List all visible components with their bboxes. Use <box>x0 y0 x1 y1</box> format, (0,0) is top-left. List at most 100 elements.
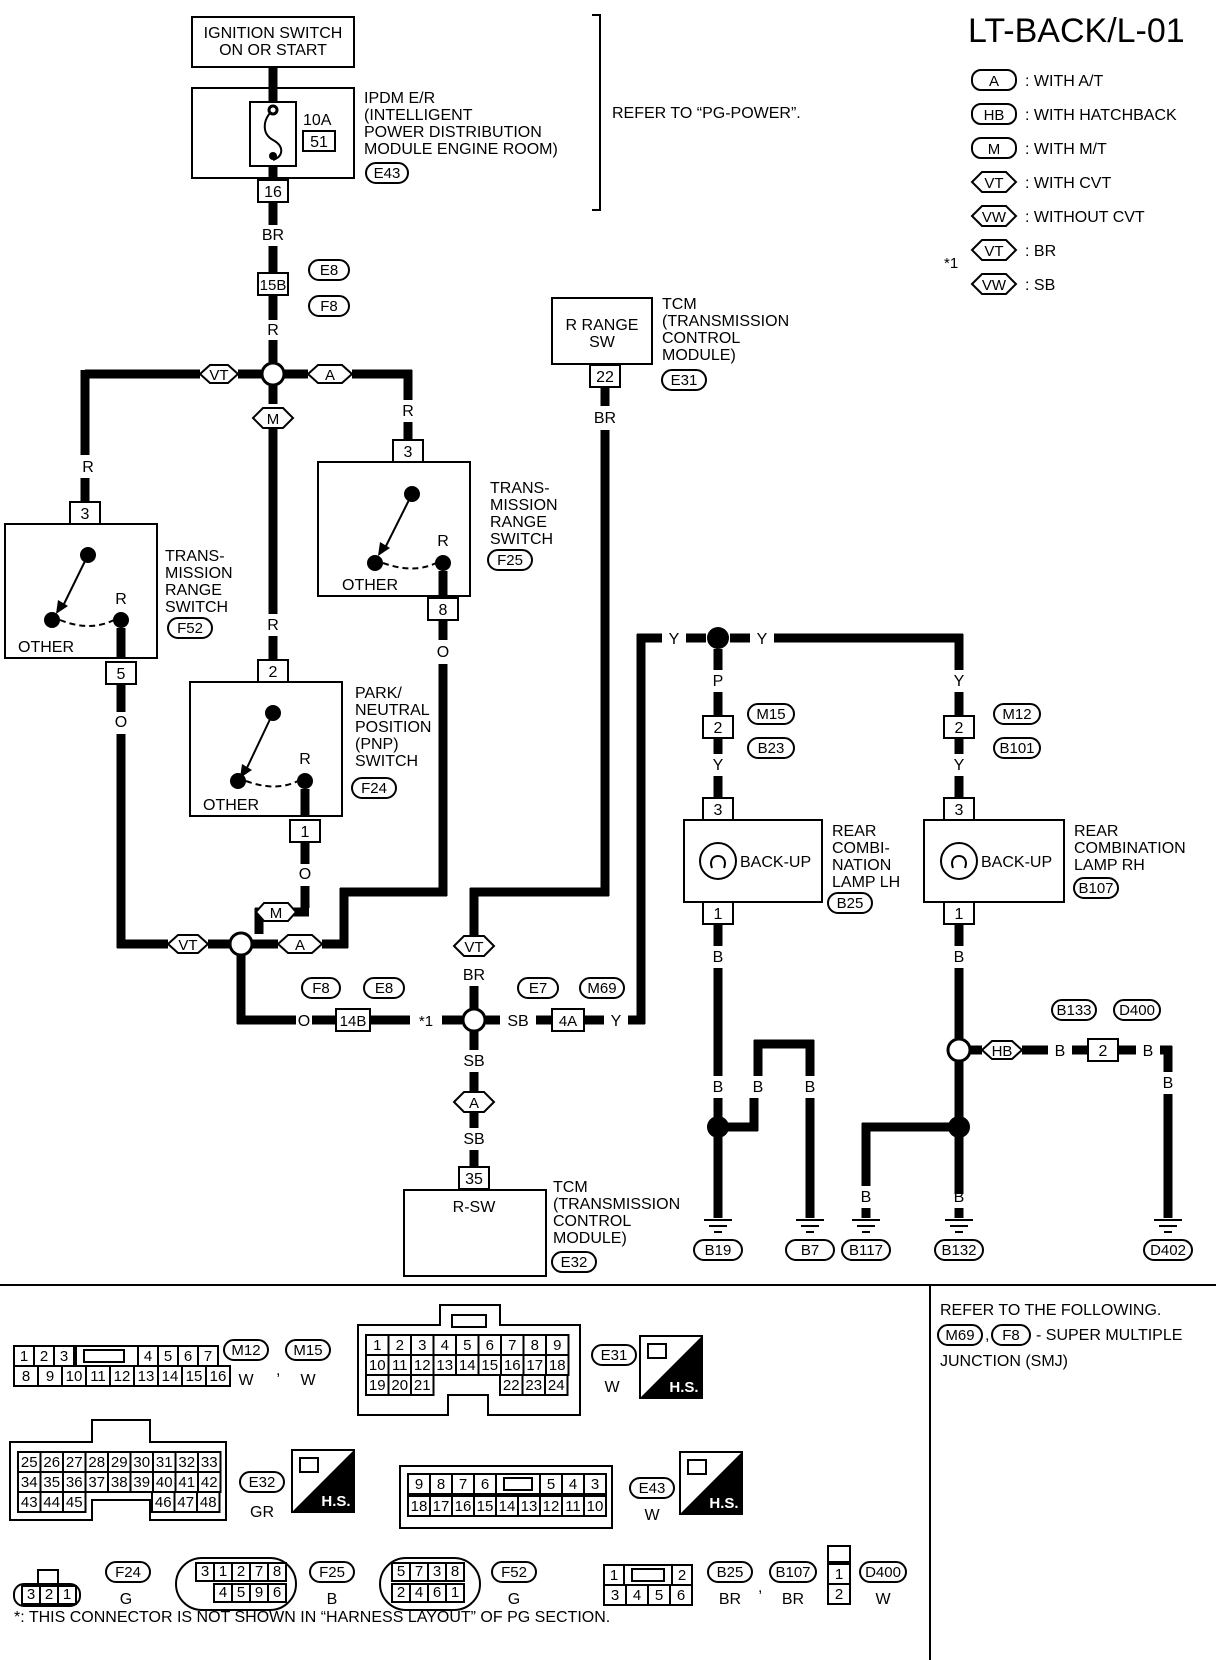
cavity-number: 5 <box>547 1476 555 1493</box>
label-line: MODULE) <box>662 347 736 364</box>
wire-r-f52: R <box>82 459 94 476</box>
legend-tag: HB <box>984 107 1005 124</box>
legend-tag: M <box>988 141 1001 158</box>
svg-text:1: 1 <box>610 1567 618 1584</box>
cavity-number: 2 <box>835 1586 843 1603</box>
wire-b-hb-1: B <box>1055 1043 1066 1060</box>
f52-r-label: R <box>115 591 127 608</box>
tag-vt-2: VT <box>178 937 197 954</box>
f25-pin-bot: 8 <box>439 602 448 619</box>
cavity-number: 15 <box>481 1357 498 1374</box>
label-line: (INTELLIGENT <box>364 107 473 124</box>
legend-tag-box <box>970 239 1018 261</box>
junction-top <box>260 361 286 387</box>
cavity <box>205 1365 231 1387</box>
label-line: SWITCH <box>355 753 418 770</box>
wire-sb-1: SB <box>507 1013 528 1030</box>
connector-name: F24 <box>115 1564 141 1581</box>
cavity-number: 2 <box>237 1563 245 1580</box>
cavity-number: 9 <box>553 1337 561 1354</box>
ipdm-pin: 16 <box>264 184 282 201</box>
wire-y-lower: Y <box>611 1013 622 1030</box>
tcm-e31-box2: SW <box>589 334 616 351</box>
connector-name: E32 <box>249 1474 276 1491</box>
lamp-rh-label: BACK-UP <box>981 854 1052 871</box>
cavity-number: 4 <box>633 1587 641 1604</box>
connector-e32: E32 <box>561 1254 588 1271</box>
cavity <box>583 1495 607 1517</box>
connector-name: M15 <box>293 1342 322 1359</box>
connector-color: B <box>327 1591 338 1608</box>
connector-e8: E8 <box>320 262 338 279</box>
label-line: TRANS- <box>490 480 550 497</box>
lh-pin-top: 3 <box>714 802 723 819</box>
cavity <box>410 1374 435 1396</box>
wire-b-lh: B <box>713 949 724 966</box>
cavity <box>827 1583 851 1605</box>
cavity <box>445 1583 465 1603</box>
wire-y-top-2: Y <box>757 631 768 648</box>
cavity-number: 8 <box>437 1476 445 1493</box>
wire-r-f25: R <box>402 403 414 420</box>
cavity-number: 8 <box>22 1368 30 1385</box>
cavity-number: 12 <box>414 1357 431 1374</box>
wire-r-pnp: R <box>267 617 279 634</box>
connector-b101: B101 <box>999 740 1034 757</box>
connector-name: B25 <box>717 1564 744 1581</box>
legend-tag-box <box>970 273 1018 295</box>
label-line: PARK/ <box>355 685 402 702</box>
junction-sb <box>461 1007 487 1033</box>
cavity-number: 5 <box>237 1584 245 1601</box>
hs-label: H.S. <box>709 1495 738 1512</box>
label-line: (TRANSMISSION <box>553 1196 680 1213</box>
cavity-number: 48 <box>200 1494 217 1511</box>
label-line: CONTROL <box>662 330 740 347</box>
label-line: (PNP) <box>355 736 399 753</box>
cavity-number: 6 <box>433 1584 441 1601</box>
cavity-number: 5 <box>397 1563 405 1580</box>
cavity-number: 16 <box>455 1498 472 1515</box>
cavity-number: 20 <box>391 1377 408 1394</box>
pnp-r-label: R <box>299 751 311 768</box>
cavity-number: 13 <box>138 1368 155 1385</box>
tcm-r-range-sw <box>551 297 653 365</box>
wire-o-pnp: O <box>299 866 311 883</box>
connector-m12: M12 <box>1002 706 1031 723</box>
label-line: RANGE <box>165 582 222 599</box>
wire-b-lh-3: B <box>753 1079 764 1096</box>
connector-color: W <box>238 1372 254 1389</box>
cavity-number: 35 <box>43 1474 60 1491</box>
tcm-e31-box1: R RANGE <box>566 317 639 334</box>
cavity-number: 13 <box>521 1498 538 1515</box>
cavity <box>267 1562 287 1582</box>
wire-y-rh: Y <box>954 673 965 690</box>
label-line: COMBI- <box>832 840 890 857</box>
pnp-pin-top: 2 <box>269 664 278 681</box>
wire-y-top-1: Y <box>669 631 680 648</box>
ignition-line1: IGNITION SWITCH <box>204 25 343 42</box>
cavity <box>544 1374 569 1396</box>
cavity-number: 36 <box>66 1474 83 1491</box>
pin-14b: 14B <box>340 1013 367 1030</box>
label-line: SWITCH <box>165 599 228 616</box>
cavity-number: 7 <box>204 1348 212 1365</box>
fuse-rating: 10A <box>303 112 332 129</box>
cavity-number: 1 <box>63 1586 71 1603</box>
cavity-number: 15 <box>477 1498 494 1515</box>
cavity-number: 2 <box>396 1337 404 1354</box>
connector-name: B107 <box>775 1564 810 1581</box>
cavity-number: 26 <box>43 1454 60 1471</box>
tag-a-3: A <box>469 1095 479 1112</box>
cavity-number: 15 <box>186 1368 203 1385</box>
cavity-number: 25 <box>21 1454 38 1471</box>
wire-b-lh-2: B <box>713 1079 724 1096</box>
cavity-number: 11 <box>90 1368 106 1385</box>
cavity-number: 3 <box>433 1563 441 1580</box>
tcm-e31-pin: 22 <box>596 369 614 386</box>
label-line: REAR <box>1074 823 1118 840</box>
label-line: IPDM E/R <box>364 90 435 107</box>
bulb-rh-icon <box>940 842 978 880</box>
cavity-number: 17 <box>526 1357 543 1374</box>
lh-pin-bot: 1 <box>714 906 723 923</box>
footnote: *: THIS CONNECTOR IS NOT SHOWN IN “HARNE… <box>14 1609 610 1626</box>
